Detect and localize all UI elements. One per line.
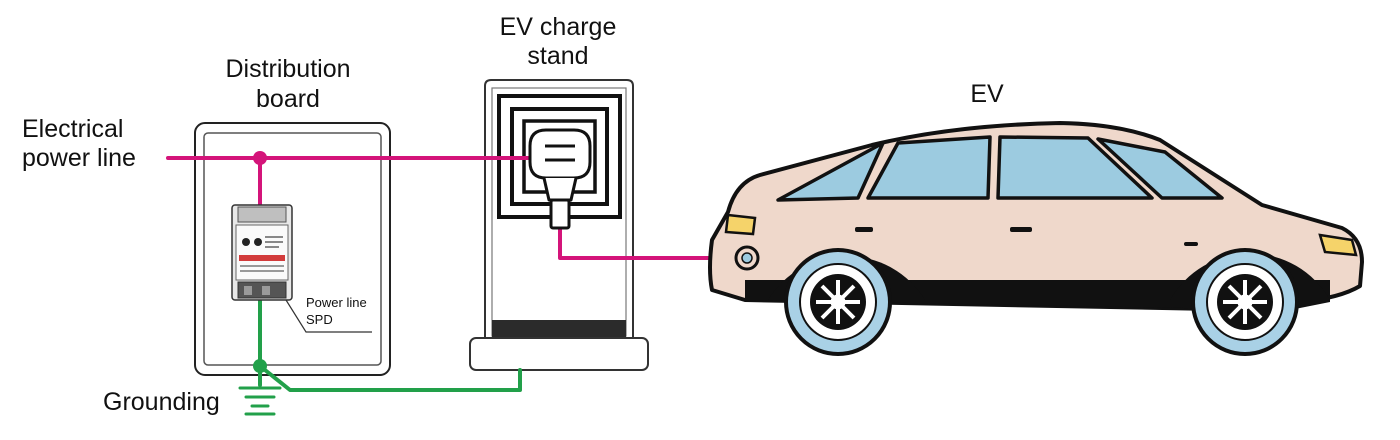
distribution-board-label-2: board	[256, 85, 320, 113]
surge-protective-device-icon	[231, 204, 293, 301]
ev-plug-icon	[528, 128, 592, 230]
ev-label: EV	[970, 80, 1004, 108]
power-line-label-1: Electrical	[22, 115, 124, 143]
rear-wheel	[784, 248, 892, 356]
spd-label-1: Power line	[306, 295, 367, 310]
ground-symbol-icon	[238, 386, 282, 416]
power-junction-dot	[253, 151, 267, 165]
spd-label-2: SPD	[306, 312, 333, 327]
stand-base-band	[492, 320, 626, 337]
front-wheel	[1191, 248, 1299, 356]
power-line-label-2: power line	[22, 144, 136, 172]
grounding-label: Grounding	[103, 388, 220, 416]
power-wires	[166, 156, 742, 260]
charge-stand-label-2: stand	[527, 42, 589, 70]
spd-leader-line	[285, 299, 372, 333]
car-icon	[708, 121, 1364, 356]
ground-junction-dot	[253, 359, 267, 373]
distribution-board-label-1: Distribution	[225, 55, 351, 83]
charge-stand-label-1: EV charge	[499, 13, 617, 41]
